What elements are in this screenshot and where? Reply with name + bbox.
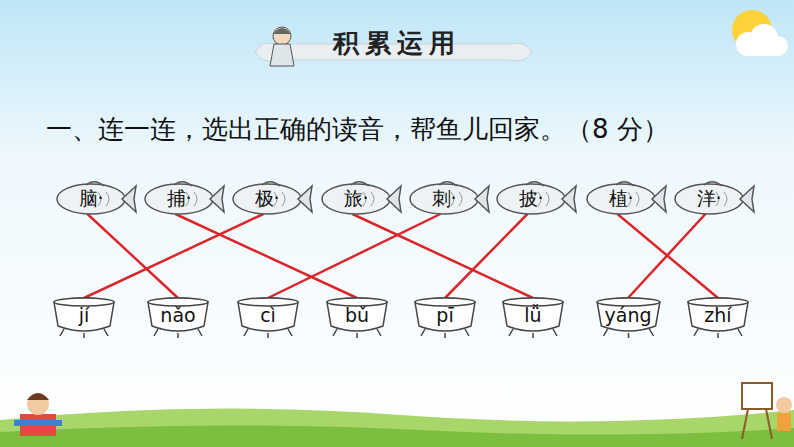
pot-shape: zhí — [684, 296, 752, 340]
pinyin-label: cì — [260, 304, 276, 326]
pinyin-label: nǎo — [160, 304, 195, 326]
question-text: 一、连一连，选出正确的读音，帮鱼儿回家。（8 分） — [46, 112, 669, 147]
pot-shape: yáng — [593, 296, 664, 340]
match-line — [352, 214, 533, 298]
pinyin-label: zhí — [704, 304, 731, 326]
fish-shape: 刺· — [399, 178, 491, 220]
character-label: 极· — [255, 186, 280, 212]
match-line — [175, 214, 357, 298]
character-label: 披· — [519, 186, 544, 212]
pot-shape: jí — [50, 296, 118, 340]
fish-shape: 捕· — [134, 178, 226, 220]
fish-shape: 植· — [576, 178, 668, 220]
pot-shape: nǎo — [144, 296, 212, 340]
character-label: 植· — [609, 186, 634, 212]
fish-shape: 极· — [222, 178, 314, 220]
section-title: 积累运用 — [297, 26, 497, 61]
pinyin-label: jí — [79, 304, 90, 326]
character-label: 洋· — [697, 186, 722, 212]
pinyin-label: yáng — [605, 304, 652, 326]
fish-shape: 脑· — [46, 178, 138, 220]
fish-shape: 披· — [486, 178, 578, 220]
pot-shape: pī — [411, 296, 479, 340]
match-line — [87, 214, 178, 298]
pot-shape: bǔ — [323, 296, 391, 340]
pinyin-label: bǔ — [345, 304, 369, 326]
character-label: 旅· — [344, 186, 369, 212]
match-line — [445, 214, 527, 298]
pinyin-label: pī — [436, 304, 453, 326]
pot-shape: lǚ — [499, 296, 567, 340]
fish-shape: 旅· — [311, 178, 403, 220]
character-label: 刺· — [432, 186, 457, 212]
character-label: 捕· — [167, 186, 192, 212]
match-line — [617, 214, 718, 298]
match-line — [268, 214, 440, 298]
match-line — [84, 214, 263, 298]
pinyin-label: lǚ — [524, 304, 541, 326]
pot-shape: cì — [234, 296, 302, 340]
fish-shape: 洋· — [664, 178, 756, 220]
match-line — [628, 214, 705, 298]
character-label: 脑· — [79, 186, 104, 212]
